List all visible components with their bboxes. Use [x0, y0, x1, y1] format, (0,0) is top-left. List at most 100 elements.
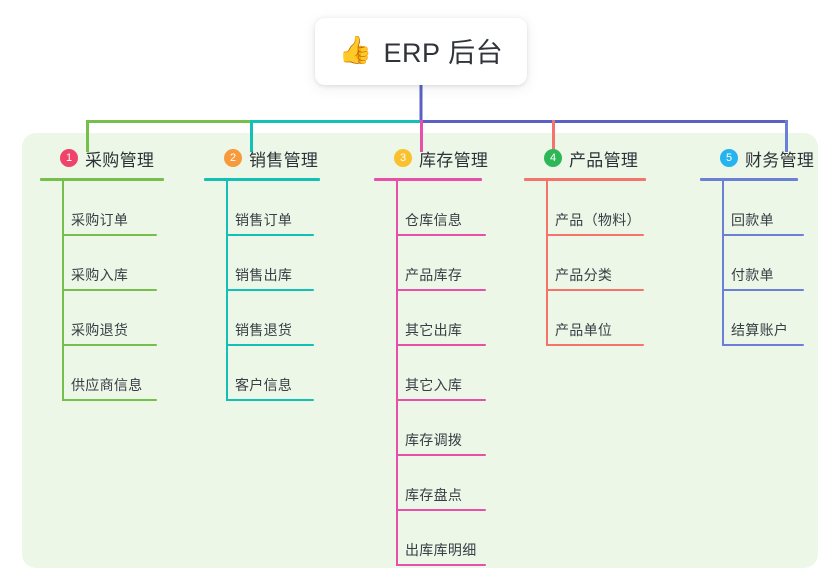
leaf-item-label: 产品（物料） — [555, 212, 641, 228]
branch-leaf-list: 销售订单销售出库销售退货客户信息 — [204, 181, 320, 401]
leaf-item[interactable]: 销售订单 — [204, 181, 320, 236]
branch-column-5: 5 财务管理回款单付款单结算账户 — [700, 146, 814, 346]
leaf-item-underline — [396, 399, 486, 401]
leaf-item-underline — [722, 234, 804, 236]
leaf-item-underline — [396, 289, 486, 291]
leaf-item[interactable]: 产品单位 — [524, 291, 646, 346]
branch-underline — [524, 178, 646, 181]
leaf-item-label: 回款单 — [731, 212, 774, 228]
root-node[interactable]: 👍 ERP 后台 — [315, 18, 527, 85]
leaf-item-underline — [396, 509, 486, 511]
branch-column-3: 3 库存管理仓库信息产品库存其它出库其它入库库存调拨库存盘点出库库明细 — [374, 146, 488, 566]
leaf-item[interactable]: 销售退货 — [204, 291, 320, 346]
leaf-item-underline — [62, 399, 157, 401]
leaf-item-underline — [546, 289, 644, 291]
branch-leaf-list: 回款单付款单结算账户 — [700, 181, 814, 346]
leaf-item-underline — [722, 344, 804, 346]
branch-number-badge: 3 — [394, 149, 412, 167]
leaf-item-label: 产品单位 — [555, 322, 613, 338]
leaf-item-underline — [62, 234, 157, 236]
leaf-item-label: 销售出库 — [235, 267, 293, 283]
leaf-item[interactable]: 库存调拨 — [374, 401, 488, 456]
leaf-item[interactable]: 产品分类 — [524, 236, 646, 291]
leaf-item-underline — [396, 454, 486, 456]
leaf-item-underline — [546, 344, 644, 346]
leaf-item-underline — [226, 344, 314, 346]
leaf-item-label: 出库库明细 — [405, 542, 477, 558]
leaf-item-label: 采购订单 — [71, 212, 129, 228]
branch-title: 产品管理 — [569, 150, 639, 170]
leaf-item[interactable]: 采购订单 — [40, 181, 164, 236]
leaf-item[interactable]: 付款单 — [700, 236, 814, 291]
branch-leaf-list: 仓库信息产品库存其它出库其它入库库存调拨库存盘点出库库明细 — [374, 181, 488, 566]
leaf-item-label: 付款单 — [731, 267, 774, 283]
branch-stem-line — [546, 181, 548, 346]
leaf-item-underline — [722, 289, 804, 291]
leaf-item-label: 客户信息 — [235, 377, 293, 393]
branch-header-4[interactable]: 4 产品管理 — [524, 146, 646, 170]
leaf-item[interactable]: 库存盘点 — [374, 456, 488, 511]
leaf-item[interactable]: 回款单 — [700, 181, 814, 236]
branch-title: 采购管理 — [85, 150, 155, 170]
leaf-item[interactable]: 采购入库 — [40, 236, 164, 291]
leaf-item-label: 结算账户 — [731, 322, 789, 338]
branch-underline — [40, 178, 164, 181]
branch-number-badge: 5 — [720, 149, 738, 167]
branch-number-badge: 2 — [224, 149, 242, 167]
leaf-item-label: 采购入库 — [71, 267, 129, 283]
leaf-item-label: 采购退货 — [71, 322, 129, 338]
branch-underline — [700, 178, 798, 181]
branch-title: 库存管理 — [419, 150, 489, 170]
leaf-item-underline — [396, 344, 486, 346]
leaf-item[interactable]: 结算账户 — [700, 291, 814, 346]
leaf-item[interactable]: 采购退货 — [40, 291, 164, 346]
branch-header-5[interactable]: 5 财务管理 — [700, 146, 814, 170]
leaf-item[interactable]: 产品（物料） — [524, 181, 646, 236]
leaf-item[interactable]: 出库库明细 — [374, 511, 488, 566]
leaf-item[interactable]: 产品库存 — [374, 236, 488, 291]
leaf-item-underline — [226, 234, 314, 236]
leaf-item-label: 销售退货 — [235, 322, 293, 338]
root-title: ERP 后台 — [383, 38, 504, 68]
leaf-item-label: 产品分类 — [555, 267, 613, 283]
branch-column-1: 1 采购管理采购订单采购入库采购退货供应商信息 — [40, 146, 164, 401]
branch-header-1[interactable]: 1 采购管理 — [40, 146, 164, 170]
leaf-item-underline — [226, 399, 314, 401]
branch-column-2: 2 销售管理销售订单销售出库销售退货客户信息 — [204, 146, 320, 401]
leaf-item[interactable]: 其它入库 — [374, 346, 488, 401]
leaf-item-label: 仓库信息 — [405, 212, 463, 228]
branch-leaf-list: 产品（物料） 产品分类产品单位 — [524, 181, 646, 346]
leaf-item[interactable]: 供应商信息 — [40, 346, 164, 401]
leaf-item-label: 其它入库 — [405, 377, 463, 393]
branch-stem-line — [62, 181, 64, 401]
branch-number-badge: 1 — [60, 149, 78, 167]
branch-title: 销售管理 — [249, 150, 319, 170]
leaf-item-label: 库存盘点 — [405, 487, 463, 503]
root-node-content: 👍 ERP 后台 — [339, 31, 503, 70]
branch-underline — [374, 178, 482, 181]
leaf-item-underline — [396, 564, 486, 566]
branch-title: 财务管理 — [745, 150, 815, 170]
leaf-item-underline — [396, 234, 486, 236]
branch-header-2[interactable]: 2 销售管理 — [204, 146, 320, 170]
leaf-item-underline — [546, 234, 644, 236]
branch-stem-line — [722, 181, 724, 346]
branch-stem-line — [396, 181, 398, 566]
leaf-item[interactable]: 仓库信息 — [374, 181, 488, 236]
leaf-item[interactable]: 其它出库 — [374, 291, 488, 346]
branch-header-3[interactable]: 3 库存管理 — [374, 146, 488, 170]
branch-leaf-list: 采购订单采购入库采购退货供应商信息 — [40, 181, 164, 401]
leaf-item-underline — [62, 344, 157, 346]
branch-column-4: 4 产品管理产品（物料） 产品分类产品单位 — [524, 146, 646, 346]
branch-number-badge: 4 — [544, 149, 562, 167]
branch-stem-line — [226, 181, 228, 401]
leaf-item-label: 其它出库 — [405, 322, 463, 338]
leaf-item[interactable]: 客户信息 — [204, 346, 320, 401]
leaf-item-label: 产品库存 — [405, 267, 463, 283]
leaf-item-label: 库存调拨 — [405, 432, 463, 448]
branch-underline — [204, 178, 320, 181]
leaf-item-underline — [62, 289, 157, 291]
leaf-item[interactable]: 销售出库 — [204, 236, 320, 291]
branches-panel — [22, 133, 818, 568]
